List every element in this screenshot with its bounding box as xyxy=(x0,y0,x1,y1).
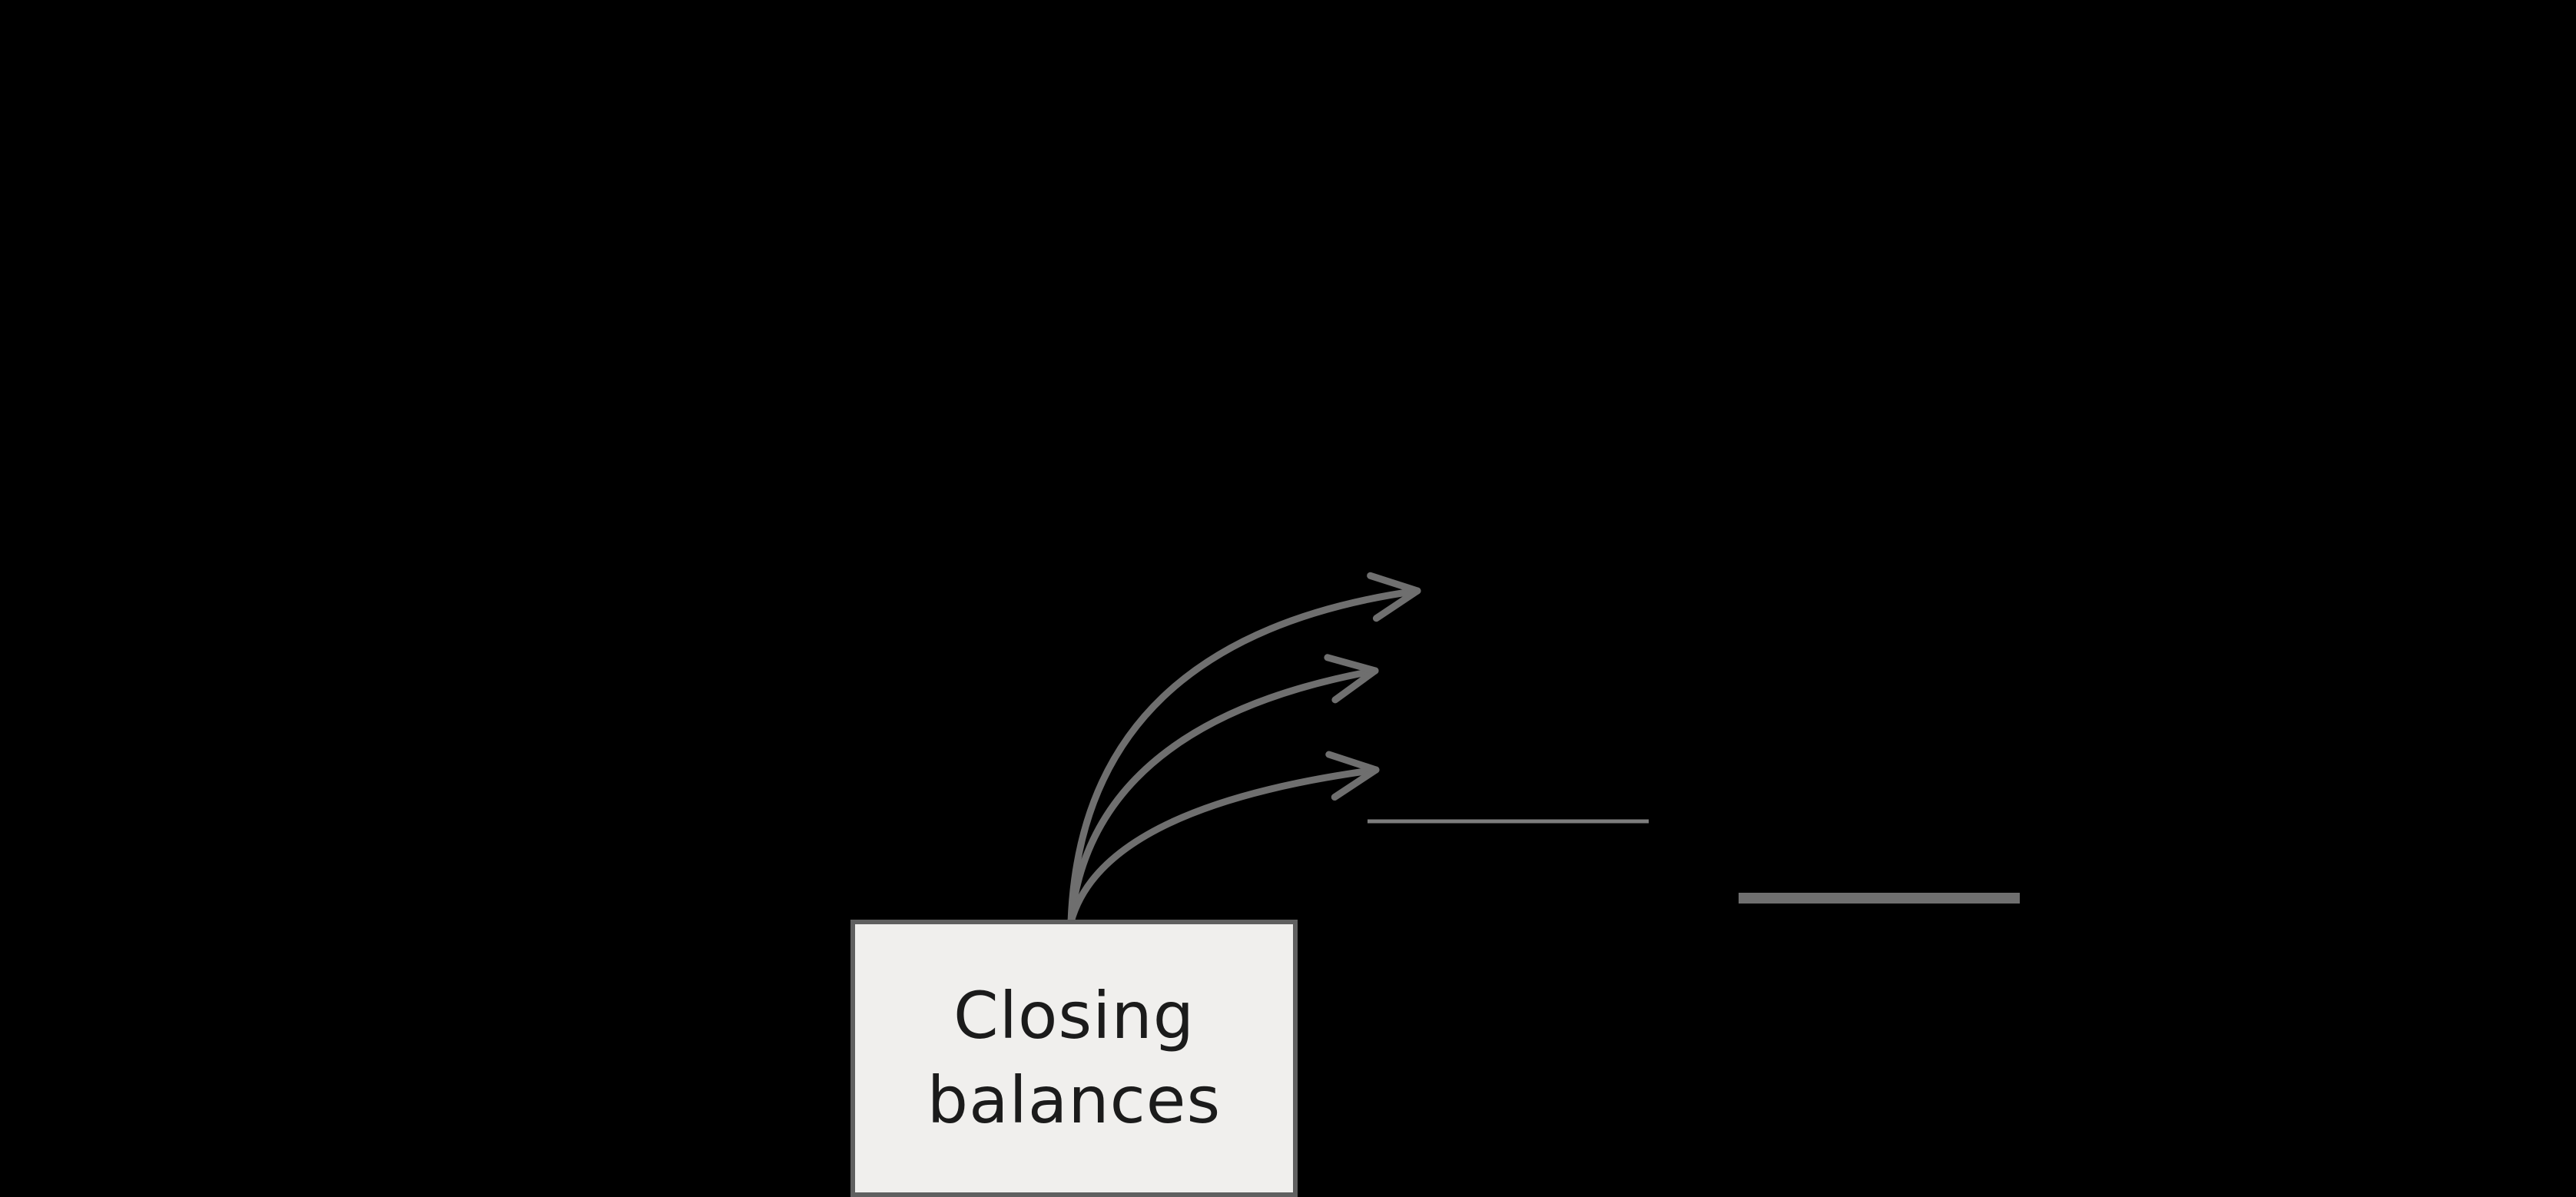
curved-arrow-bottom[interactable] xyxy=(1067,751,1380,926)
curved-arrow-middle[interactable] xyxy=(1067,654,1379,926)
node-label: Closing balances xyxy=(927,978,1222,1138)
closing-balances-node[interactable]: Closing balances xyxy=(850,920,1298,1197)
curved-arrow-top[interactable] xyxy=(1067,572,1421,926)
